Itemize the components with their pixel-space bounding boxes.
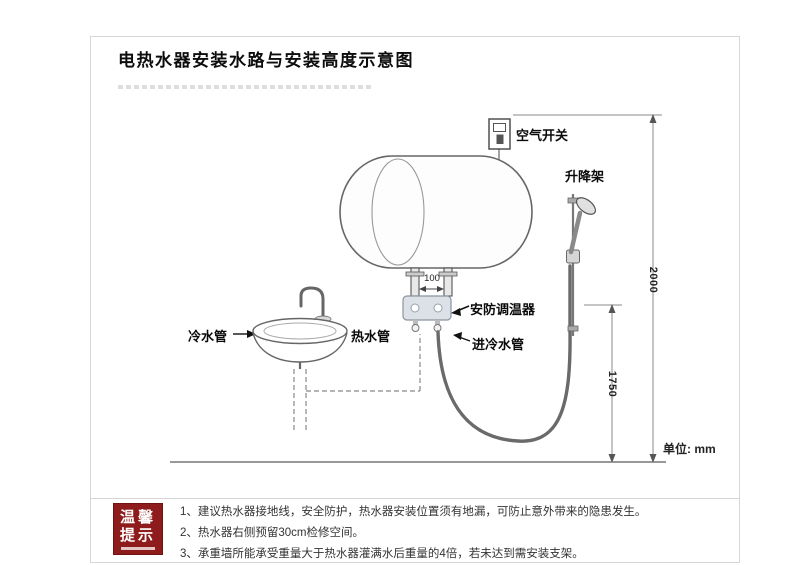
water-heater-tank: [339, 155, 533, 269]
tip-item-2: 2、热水器右侧预留30cm检修空间。: [180, 527, 365, 539]
shower-rail-drawing: [566, 194, 597, 336]
dimension-1750-label: 1750: [606, 370, 618, 398]
frame-right-border: [739, 36, 740, 563]
hot-water-pipe-label: 热水管: [351, 329, 391, 344]
cold-inlet-pipe-label: 进冷水管: [472, 337, 525, 352]
tip-item-3: 3、承重墙所能承受重量大于热水器灌满水后重量的4倍，若未达到需安装支架。: [180, 548, 584, 560]
warm-tips-badge-line2: 提示: [119, 526, 156, 544]
hidden-pipes-dashed: [293, 334, 421, 431]
frame-left-border: [90, 36, 91, 563]
subtitle-fine-print: [118, 85, 373, 89]
basin-drawing: [252, 286, 348, 369]
lift-rack-label: 升降架: [565, 169, 605, 184]
dimension-100-label: 100: [424, 273, 440, 284]
air-switch-label: 空气开关: [516, 128, 569, 143]
dimension-line-1750: [584, 304, 622, 463]
warm-tips-badge-line1: 温馨: [119, 508, 156, 526]
warm-tips-badge: 温馨 提示: [113, 503, 163, 555]
air-switch-drawing: [488, 118, 511, 160]
frame-top-border: [90, 36, 740, 37]
dimension-2000-label: 2000: [647, 266, 659, 294]
thermostat-drawing: [402, 295, 452, 332]
page-title: 电热水器安装水路与安装高度示意图: [118, 51, 414, 70]
tips-separator-line: [90, 498, 740, 499]
tip-item-1: 1、建议热水器接地线，安全防护，热水器安装位置须有地漏，可防止意外带来的隐患发生…: [180, 506, 647, 518]
unit-note: 单位: mm: [663, 442, 716, 456]
cold-inlet-pointer-arrow: [453, 332, 471, 342]
cold-water-pipe-label: 冷水管: [188, 329, 228, 344]
cold-pipe-pointer-arrow: [233, 330, 256, 338]
thermostat-pointer-arrow: [451, 305, 470, 316]
thermostat-label: 安防调温器: [470, 302, 536, 317]
badge-fine-print: [121, 546, 155, 550]
frame-bottom-border: [90, 562, 740, 563]
dimension-line-2000: [513, 114, 662, 463]
outlet-pipes: [405, 267, 458, 297]
shower-hose: [436, 264, 572, 443]
